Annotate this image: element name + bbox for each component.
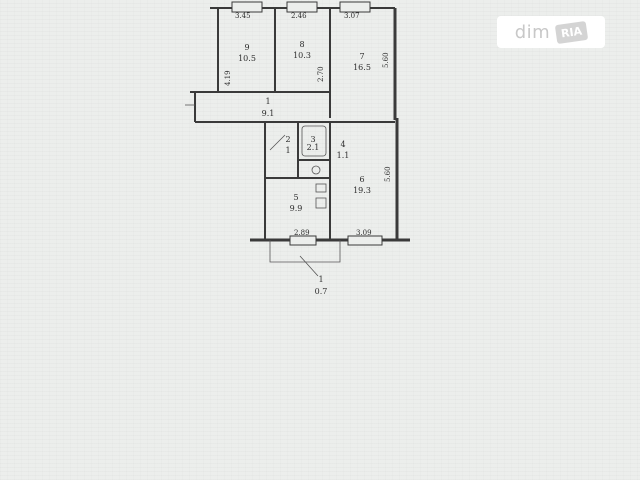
dim-bottom-5: 2.89 [294,229,310,237]
room-3-area: 2.1 [307,143,320,152]
window-6 [347,235,383,246]
toilet-icon [311,165,321,175]
room-9-number: 9 [244,43,249,52]
balcony-leader [299,255,319,277]
room-2-number: 2 [285,135,290,144]
room-1-area: 9.1 [262,109,275,118]
window-7 [339,1,371,13]
room-5-number: 5 [293,193,298,202]
watermark-brand: dim [514,21,551,43]
window-5 [289,235,317,246]
window-9 [231,1,263,13]
room-4-area: 1.1 [337,151,350,160]
room-4-number: 4 [340,140,345,149]
door-swing-2 [269,134,286,151]
dimension-labels: 3.45 2.46 3.07 4.19 2.70 5.60 5.60 2.89 … [224,12,392,237]
sink-icon [315,183,327,193]
room-7-area: 16.5 [353,63,371,72]
room-6-area: 19.3 [353,186,371,195]
dim-side-9: 4.19 [224,70,232,86]
room-3-number: 3 [310,135,315,144]
balcony-number: 1 [318,275,323,284]
dim-top-8: 2.46 [291,12,307,20]
fixtures [185,104,327,209]
room-2-area: 1 [285,146,290,155]
dim-top-7: 3.07 [344,12,360,20]
room-1-number: 1 [265,97,270,106]
window-8 [286,1,318,13]
dim-top-9: 3.45 [235,12,251,20]
room-6-number: 6 [359,175,364,184]
walls [190,7,410,242]
balcony [269,240,341,277]
dim-bottom-6: 3.09 [356,229,372,237]
dim-side-7: 5.60 [382,52,390,68]
room-5-area: 9.9 [290,204,303,213]
dim-side-6: 5.60 [384,166,392,182]
room-8-number: 8 [299,40,304,49]
balcony-area: 0.7 [315,287,328,296]
windows [231,1,383,246]
dim-side-8: 2.70 [317,66,325,82]
room-9-area: 10.5 [238,54,256,63]
room-labels: 9 10.5 8 10.3 7 16.5 1 9.1 2 1 3 2.1 4 1… [238,40,371,296]
room-7-number: 7 [359,52,364,61]
bathtub-icon [301,125,327,157]
watermark-badge: RIA [555,20,589,44]
dim-ria-watermark: dim RIA [497,16,605,48]
room-8-area: 10.3 [293,51,311,60]
stove-icon [315,197,327,209]
